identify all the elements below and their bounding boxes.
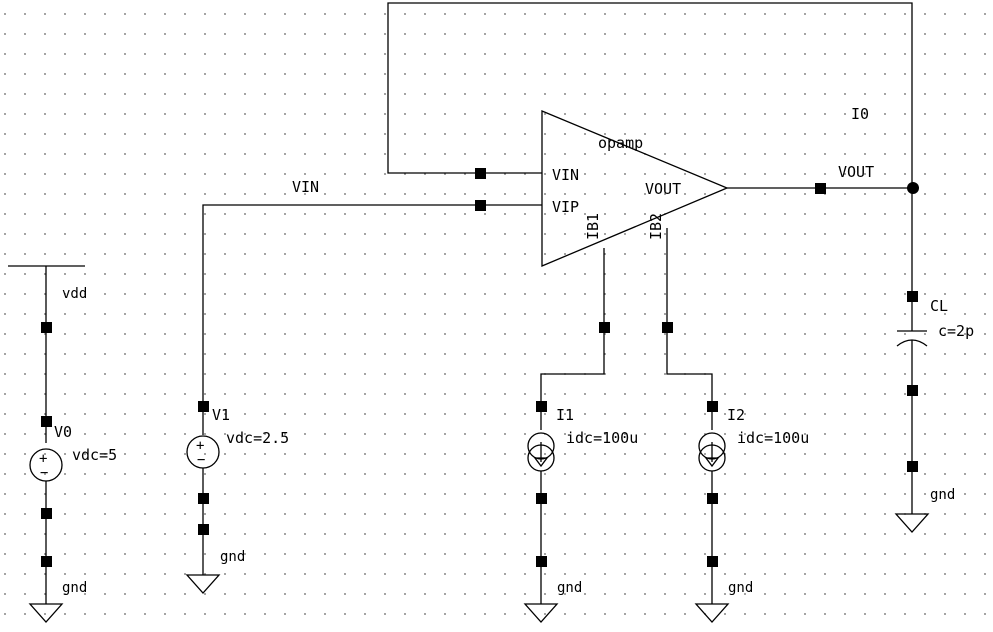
cl-capacitor[interactable]: CL c=2p gnd	[894, 188, 974, 533]
v0-plus-pin[interactable]	[41, 416, 52, 427]
cl-gnd-pin[interactable]	[907, 461, 918, 472]
feedback-wire[interactable]	[387, 2, 913, 188]
cl-top-pin[interactable]	[907, 291, 918, 302]
v1-gnd-label: gnd	[220, 549, 245, 565]
v0-plus: +	[39, 451, 47, 467]
cl-bottom-pin[interactable]	[907, 385, 918, 396]
vdd-label: vdd	[62, 286, 87, 302]
vout-junction-dot	[907, 182, 919, 194]
v1-minus-pin[interactable]	[198, 493, 209, 504]
vout-pin[interactable]	[815, 183, 826, 194]
opamp-vip-label: VIP	[552, 198, 579, 216]
v0-source[interactable]: + − vdd V0 vdc=5 gnd	[8, 265, 117, 623]
i2-gnd-pin[interactable]	[707, 556, 718, 567]
v1-plus-pin[interactable]	[198, 401, 209, 412]
v1-minus: −	[197, 452, 205, 468]
opamp-symbol[interactable]: opamp VIN VIP VOUT IB1 IB2 I0	[475, 105, 919, 333]
opamp-ib2-label: IB2	[647, 213, 665, 240]
opamp-instance-name: I0	[851, 105, 869, 123]
cl-param: c=2p	[938, 322, 974, 340]
i1-name: I1	[556, 406, 574, 424]
i2-ground-symbol	[694, 603, 730, 623]
i1-source[interactable]: I1 idc=100u gnd	[523, 328, 638, 623]
opamp-cell-name: opamp	[598, 134, 643, 152]
v0-gnd-pin[interactable]	[41, 556, 52, 567]
v1-source[interactable]: + − V1 vdc=2.5 gnd	[185, 204, 480, 594]
i2-gnd-label: gnd	[728, 580, 753, 596]
i2-param: idc=100u	[737, 429, 809, 447]
vout-net-label: VOUT	[838, 163, 874, 181]
v0-pin[interactable]	[41, 322, 52, 333]
opamp-vout-label: VOUT	[645, 180, 681, 198]
v0-minus: −	[40, 465, 48, 481]
v1-param: vdc=2.5	[226, 429, 289, 447]
vin-wire[interactable]	[202, 204, 480, 435]
v0-param: vdc=5	[72, 446, 117, 464]
i1-gnd-pin[interactable]	[536, 556, 547, 567]
v1-name: V1	[212, 406, 230, 424]
i1-top-pin[interactable]	[536, 401, 547, 412]
i2-source[interactable]: I2 idc=100u gnd	[666, 328, 809, 623]
v1-plus: +	[196, 438, 204, 454]
i2-bottom-pin[interactable]	[707, 493, 718, 504]
i1-arrow-head	[533, 457, 549, 468]
i1-bottom-pin[interactable]	[536, 493, 547, 504]
i1-ground-symbol	[523, 603, 559, 623]
cl-name: CL	[930, 297, 948, 315]
vin-net-label: VIN	[292, 178, 319, 196]
ib2-pin[interactable]	[662, 322, 673, 333]
v0-name: V0	[54, 423, 72, 441]
v1-gnd-pin[interactable]	[198, 524, 209, 535]
vin-pin[interactable]	[475, 168, 486, 179]
i1-param: idc=100u	[566, 429, 638, 447]
v0-gnd-label: gnd	[62, 580, 87, 596]
i2-top-pin[interactable]	[707, 401, 718, 412]
opamp-vin-label: VIN	[552, 166, 579, 184]
i2-arrow-head	[704, 457, 720, 468]
i2-name: I2	[727, 406, 745, 424]
vip-pin[interactable]	[475, 200, 486, 211]
v1-ground-symbol	[185, 574, 221, 594]
i1-gnd-label: gnd	[557, 580, 582, 596]
opamp-triangle	[541, 110, 729, 267]
ib1-pin[interactable]	[599, 322, 610, 333]
i2-top-wire	[666, 328, 713, 430]
cl-gnd-label: gnd	[930, 487, 955, 503]
v0-minus-pin[interactable]	[41, 508, 52, 519]
opamp-ib1-label: IB1	[584, 213, 602, 240]
cl-ground-symbol	[894, 513, 930, 533]
v0-ground-symbol	[28, 603, 64, 623]
